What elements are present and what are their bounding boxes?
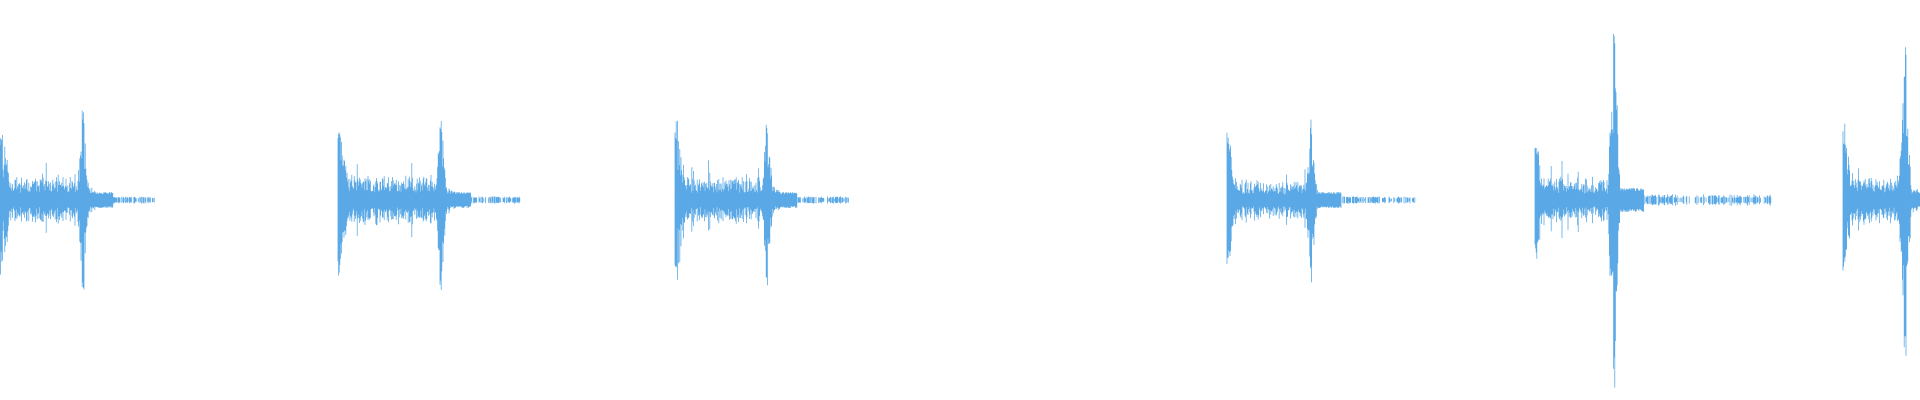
waveform-event-trace xyxy=(0,110,155,290)
waveform-event xyxy=(1534,34,1772,388)
waveform-event-trace xyxy=(337,121,521,290)
waveform-event-trace xyxy=(1534,34,1772,388)
waveform-event-trace xyxy=(1226,119,1416,283)
waveform-events xyxy=(0,34,1920,388)
waveform-event xyxy=(337,121,521,290)
waveform-event xyxy=(0,110,155,290)
waveform-event-trace xyxy=(1842,47,1920,356)
waveform-event xyxy=(1842,47,1920,356)
waveform-event-trace xyxy=(674,120,849,286)
waveform-event xyxy=(674,120,849,286)
waveform-event xyxy=(1226,119,1416,283)
